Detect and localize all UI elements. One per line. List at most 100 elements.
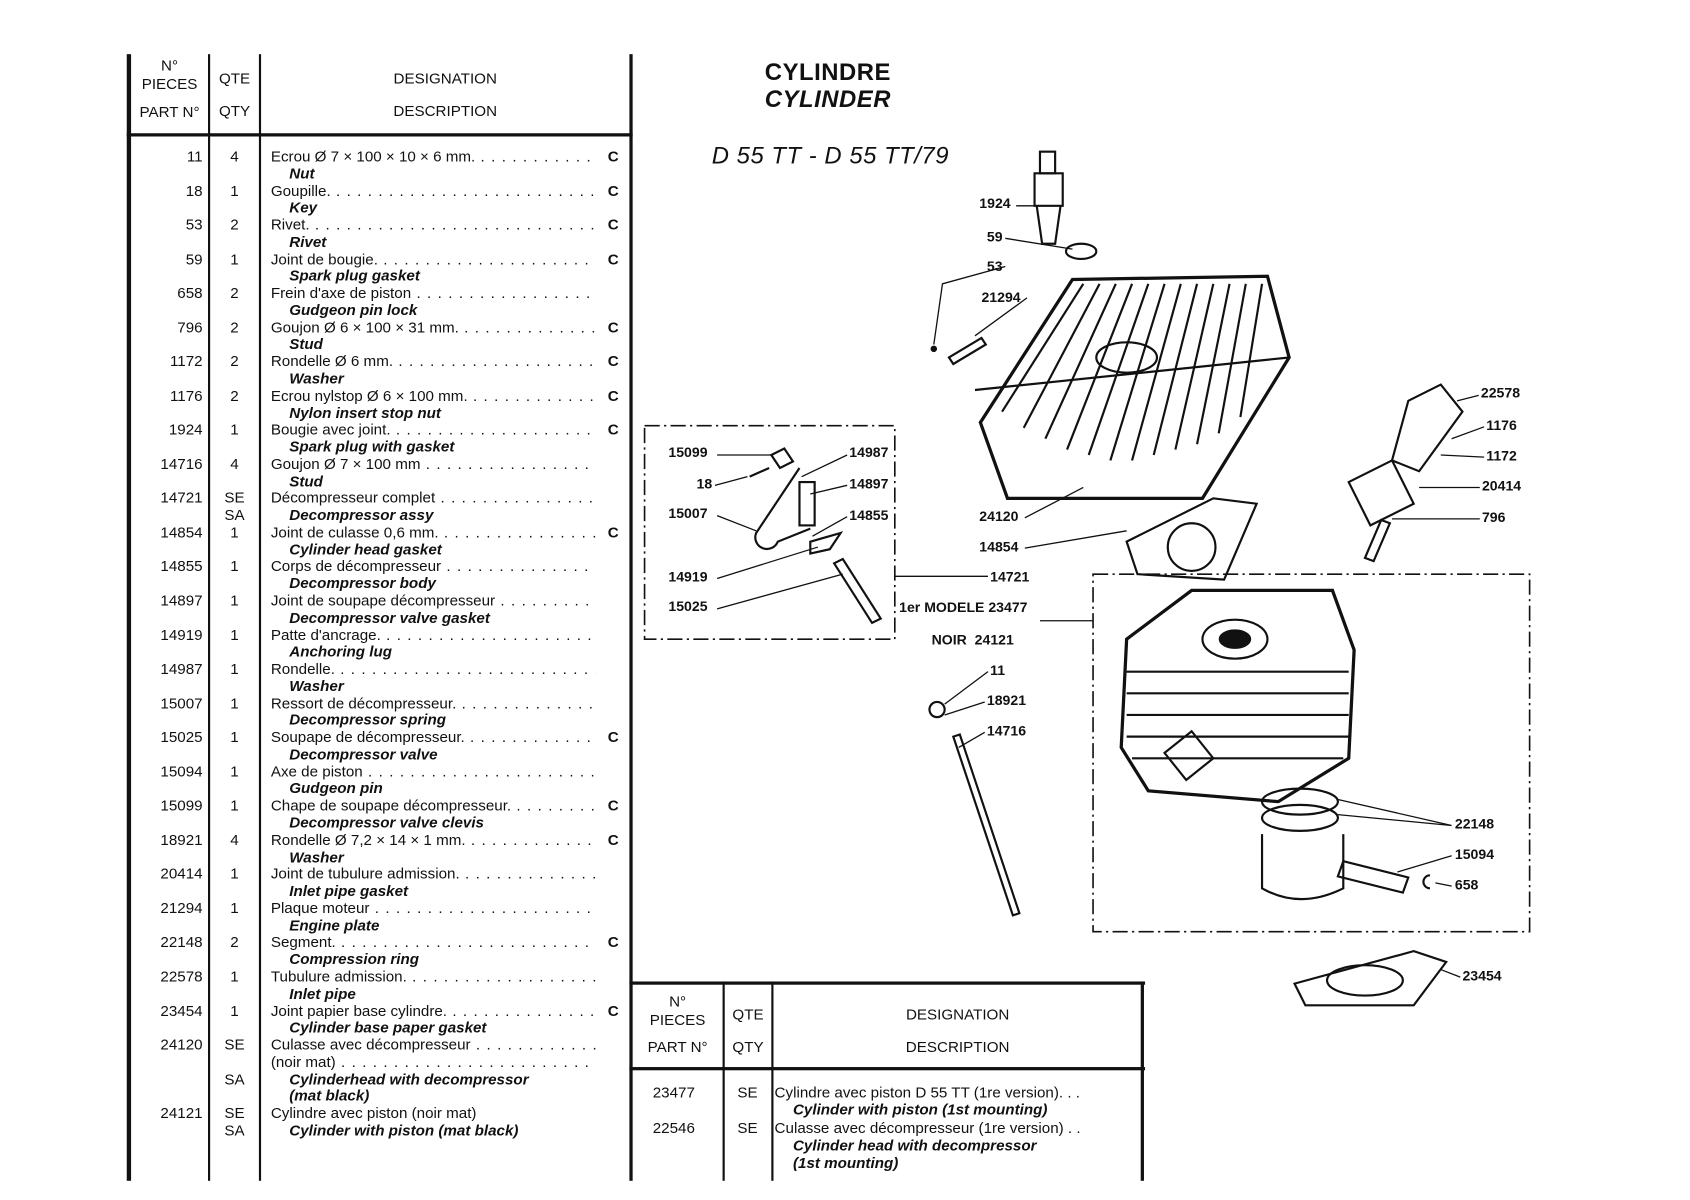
quantity: 4 [230,454,239,473]
designation-fr: Goupille. [271,181,596,198]
description-en: Decompressor body [289,574,436,592]
description-en: Gudgeon pin lock [289,301,418,319]
column-divider [207,54,211,1181]
component-mark: C [607,352,619,370]
callout-1172: 1172 [1486,447,1517,464]
designation-fr: Bougie avec joint. [271,421,596,438]
designation-fr: Ressort de décompresseur. [271,694,596,711]
column-divider [722,981,725,1181]
description-en-cont: (mat black) [289,1086,370,1105]
part-number: 53 [185,215,203,233]
head-gasket [1125,497,1259,581]
quantity: 1 [230,693,239,712]
quantity-alt: SA [224,1121,245,1139]
callout-1924: 1924 [979,194,1011,212]
callout-14919: 14919 [668,568,708,585]
description-en: Washer [289,369,344,387]
part-number: 18921 [160,830,203,849]
part-number: 14716 [160,454,203,473]
part-number: 23477 [652,1083,695,1101]
quantity: 2 [230,352,239,370]
component-mark: C [607,420,619,438]
version-table-top [629,981,1146,985]
component-mark: C [607,796,619,814]
part-number: 22546 [652,1119,695,1137]
component-mark: C [607,147,619,165]
callout-59: 59 [986,228,1003,245]
table-left-border [126,54,132,1181]
column-divider [258,54,262,1181]
callout-658: 658 [1454,876,1479,893]
quantity: 2 [230,386,239,404]
stud [928,700,1021,917]
description-en: Stud [289,335,323,353]
part-number: 59 [185,249,203,268]
description-en: Gudgeon pin [289,779,383,797]
header-desc-fr: DESIGNATION [393,69,497,87]
quantity: SE [737,1083,758,1101]
version-header-part-fr: N° PIECES [649,992,706,1029]
component-mark: C [607,523,619,541]
header-desc-en: DESCRIPTION [393,101,498,120]
component-mark: C [607,728,619,746]
part-number: 15094 [160,762,203,780]
designation-fr: Soupape de décompresseur. [271,728,596,745]
version-header-qty-en: QTY [732,1037,764,1056]
component-mark: C [607,386,619,404]
version-header-part-en: PART N° [647,1037,708,1056]
description-en: Cylinder head gasket [289,540,442,558]
description-en: Washer [289,676,344,695]
part-number: 21294 [160,899,203,917]
quantity: 4 [230,830,239,849]
description-en: Stud [289,471,323,490]
cylinder-box [1092,573,1531,933]
designation-fr: Rivet. [271,216,596,233]
designation-fr: Cylindre avec piston (noir mat) [270,1104,477,1122]
description-en: Spark plug gasket [289,266,420,285]
designation-fr: Joint de tubulure admission. [271,865,596,882]
quantity: 1 [230,899,239,917]
part-number: 14854 [160,523,203,541]
quantity: 1 [230,181,239,199]
callout-24120: 24120 [979,508,1019,525]
quantity: SE [737,1119,758,1137]
designation-fr: Rondelle Ø 6 mm. [271,352,596,369]
part-number: 14987 [160,659,203,678]
designation-fr: Culasse avec décompresseur (1re version)… [774,1119,1081,1137]
quantity: 2 [230,933,239,951]
quantity: 2 [230,215,239,233]
designation-fr: Culasse avec décompresseur [271,1036,596,1053]
designation-fr: Axe de piston [271,762,596,779]
quantity: 1 [230,625,239,643]
callout-14897: 14897 [849,475,889,492]
designation-fr: Joint de bougie. [271,250,596,267]
title-en: CYLINDER [764,85,891,113]
quantity: 1 [230,557,239,575]
callout-14855: 14855 [849,506,889,524]
description-en: Nylon insert stop nut [289,403,441,421]
designation-fr: Ecrou Ø 7 × 100 × 10 × 6 mm. [271,147,596,164]
quantity: 1 [230,967,239,985]
description-en: Decompressor valve clevis [289,813,484,831]
version-table-right-border [1140,981,1144,1181]
callout-22148: 22148 [1454,815,1495,832]
component-mark: C [607,181,619,199]
quantity: SE [224,488,245,507]
callout-15094: 15094 [1454,846,1495,863]
piston [1260,787,1431,901]
description-en: Nut [289,164,315,182]
designation-fr-cont: (noir mat) [271,1053,596,1070]
